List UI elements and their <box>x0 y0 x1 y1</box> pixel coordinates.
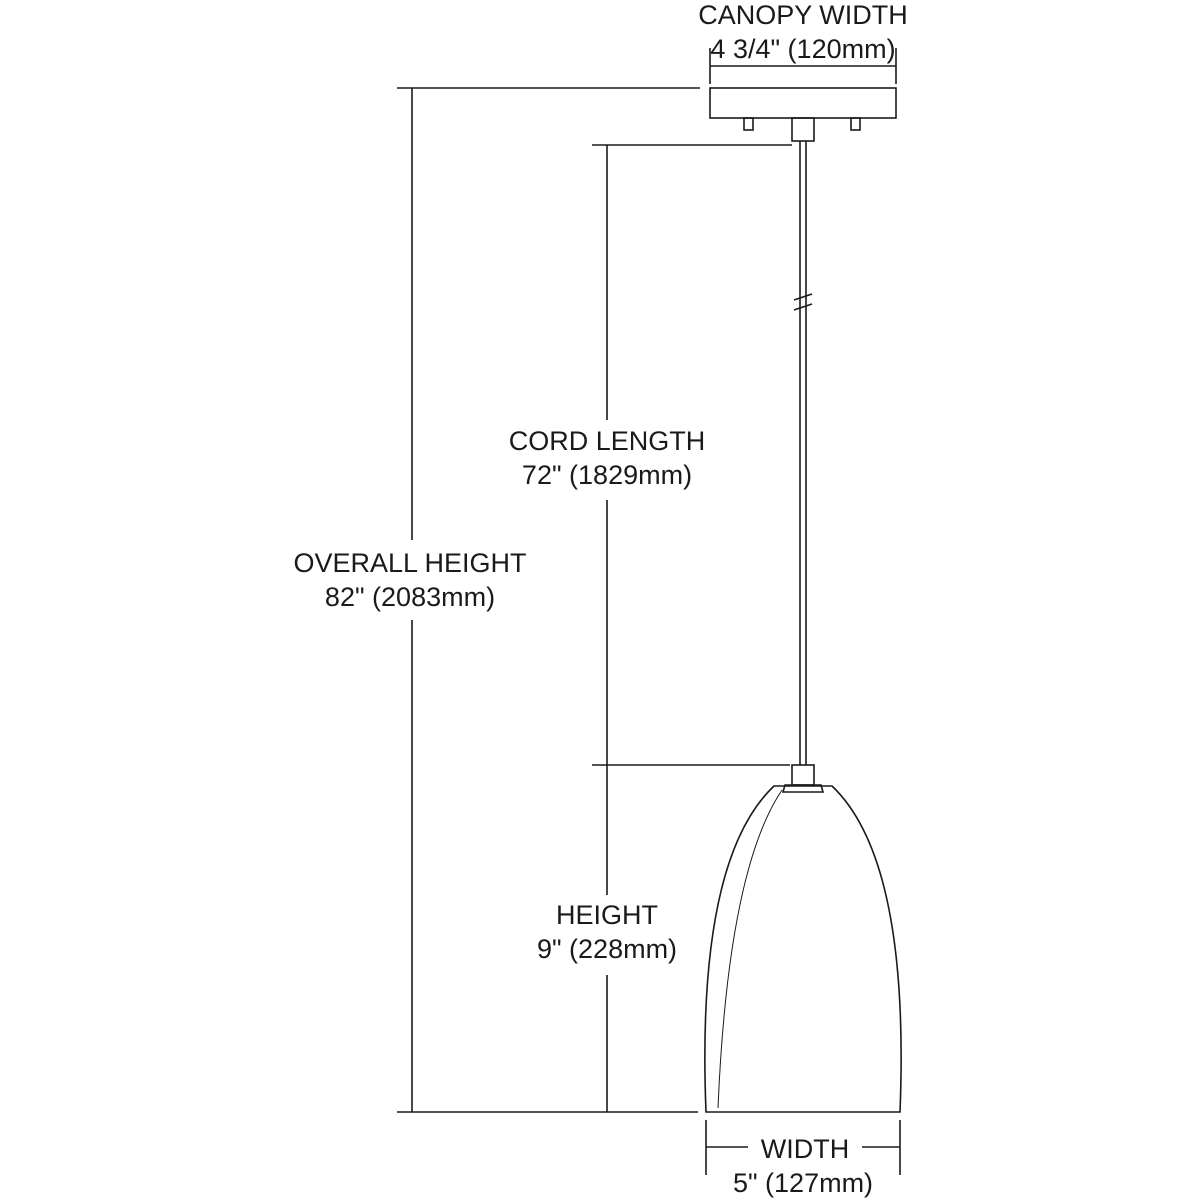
canopy-width-title: CANOPY WIDTH <box>698 0 908 30</box>
pendant-shade <box>704 785 902 1113</box>
canopy-screw-left <box>743 117 754 131</box>
width-title: WIDTH <box>761 1134 849 1164</box>
canopy <box>709 87 897 119</box>
cord-break-mark-2 <box>793 303 813 311</box>
width-value: 5" (127mm) <box>733 1168 873 1198</box>
height-title: HEIGHT <box>556 900 658 930</box>
canopy-screw-right <box>850 117 861 131</box>
overall-height-value: 82" (2083mm) <box>325 582 495 612</box>
canopy-width-value: 4 3/4" (120mm) <box>710 34 895 64</box>
cord-length-value: 72" (1829mm) <box>522 460 692 490</box>
shade-socket <box>791 764 815 786</box>
shade-inner-highlight <box>717 789 783 1109</box>
cord-length-title: CORD LENGTH <box>509 426 706 456</box>
overall-height-title: OVERALL HEIGHT <box>293 548 526 578</box>
cord-grip-top <box>791 117 815 142</box>
height-value: 9" (228mm) <box>537 934 677 964</box>
shade-cap <box>781 784 825 793</box>
cord-break-mark-1 <box>793 293 813 301</box>
